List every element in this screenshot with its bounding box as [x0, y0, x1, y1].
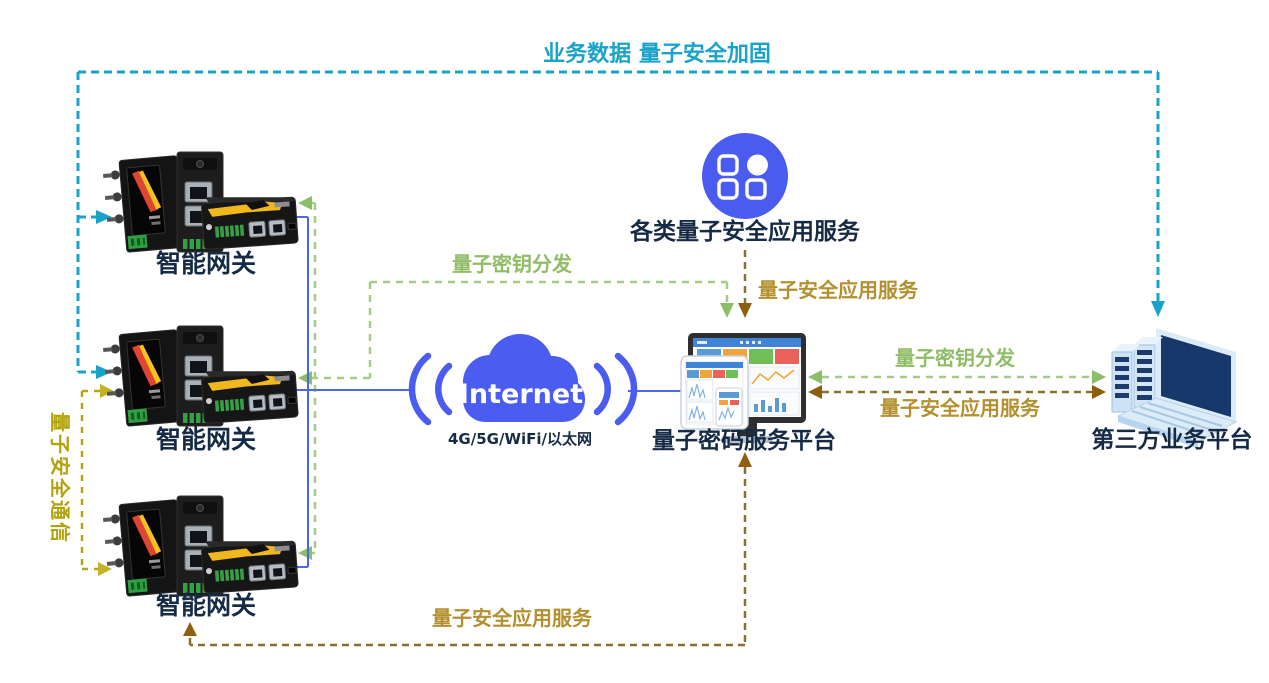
arrowhead-into-gateway-3	[98, 562, 112, 576]
node-label-gateway-2: 智能网关	[155, 425, 257, 454]
app-grid-icon	[702, 133, 788, 219]
arrowhead-into-platform-top	[738, 303, 752, 318]
flow-app-service-line	[188, 250, 1092, 647]
node-label-qkd-platform: 量子密码服务平台	[652, 428, 836, 454]
arrowhead-into-gateway-3	[298, 546, 312, 560]
node-label-app-services: 各类量子安全应用服务	[630, 219, 860, 245]
node-label-gateway-1: 智能网关	[155, 249, 257, 278]
cloud-icon	[408, 334, 638, 426]
arrowhead-into-third-party	[1092, 385, 1106, 399]
arrowhead-into-gateway-1	[298, 196, 312, 210]
gateway-1-icon	[101, 151, 299, 255]
flow-label-app-service-right: 量子安全应用服务	[880, 396, 1040, 420]
node-label-gateway-3: 智能网关	[155, 591, 257, 620]
gateway-3-icon	[101, 495, 299, 599]
node-sublabel-internet: 4G/5G/WiFi/以太网	[447, 430, 593, 448]
flow-label-app-service-top: 量子安全应用服务	[758, 278, 918, 302]
flow-label-business-data: 业务数据 量子安全加固	[543, 42, 771, 67]
monitor-base	[721, 436, 773, 443]
flow-business-data-line	[76, 70, 1160, 374]
arrowhead-into-gateway-1	[96, 210, 112, 224]
tablet-dashboard-icon	[680, 355, 749, 430]
flow-qkd-line	[312, 201, 1092, 555]
laptop-server-icon	[1111, 328, 1238, 448]
arrowhead-into-gateway-2	[298, 371, 312, 385]
arrowhead-into-gateway-2	[100, 384, 114, 398]
flow-quantum-secure-comm-arrowheads	[98, 384, 114, 576]
flow-business-data-arrowheads	[96, 210, 1165, 379]
laptop-screen	[1161, 335, 1231, 417]
server-tower-front	[1111, 344, 1140, 413]
flow-label-qkd-right: 量子密钥分发	[895, 346, 1015, 370]
signal-waves-icon	[408, 352, 638, 426]
flow-label-qkd-left: 量子密钥分发	[452, 252, 572, 276]
flow-label-quantum-secure-comm: 量子安全通信	[48, 412, 72, 544]
laptop-front-edge	[1118, 416, 1198, 448]
gateway-2-icon	[101, 325, 299, 429]
arrowhead-into-platform	[720, 303, 734, 318]
arrowhead-into-platform-right	[808, 370, 822, 384]
arrowhead-into-platform-right	[808, 385, 822, 399]
network-link-line	[283, 216, 686, 568]
flow-label-app-service-bottom: 量子安全应用服务	[432, 606, 592, 630]
arrowhead-into-third-party	[1151, 301, 1165, 317]
arrowhead-into-platform-bottom	[738, 452, 752, 467]
flow-app-service-arrowheads	[183, 303, 1106, 636]
flow-quantum-secure-comm-line	[80, 389, 100, 571]
arrowhead-into-gateway-2	[96, 365, 112, 379]
arrowhead-into-third-party	[1092, 370, 1106, 384]
node-label-internet: Internet	[458, 379, 584, 410]
node-label-third-party: 第三方业务平台	[1091, 427, 1253, 453]
arrowhead-into-gateway-3	[183, 622, 197, 636]
server-tower-back	[1133, 337, 1163, 408]
